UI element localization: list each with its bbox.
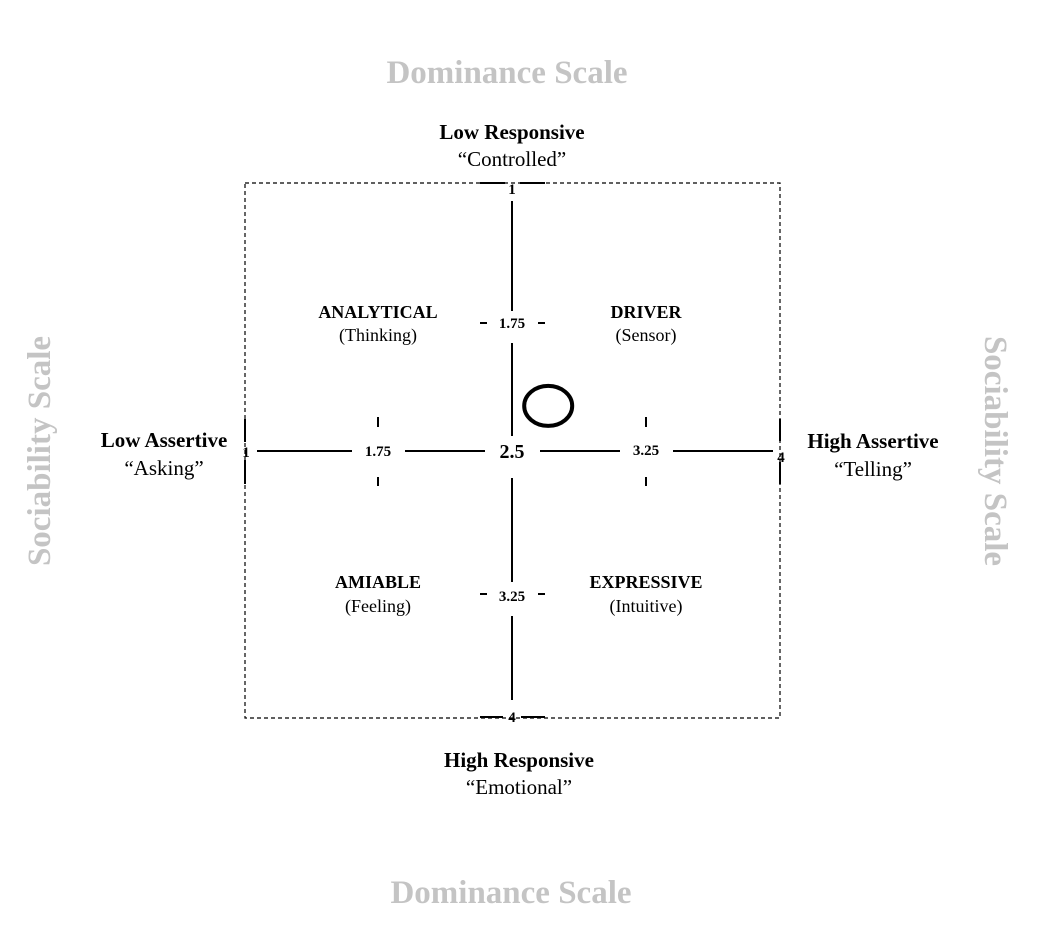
position-marker	[522, 383, 575, 428]
pole-bottom-subtitle: “Emotional”	[466, 775, 572, 799]
quadrant-driver-title: DRIVER	[610, 302, 682, 322]
quadrant-analytical-subtitle: (Thinking)	[339, 325, 417, 346]
quadrant-expressive-subtitle: (Intuitive)	[610, 596, 683, 617]
quadrant-amiable-title: AMIABLE	[335, 572, 421, 592]
quadrant-analytical-title: ANALYTICAL	[318, 302, 437, 322]
quadrant-expressive-title: EXPRESSIVE	[589, 572, 702, 592]
pole-top-subtitle: “Controlled”	[458, 147, 566, 171]
scale-title-top: Dominance Scale	[386, 55, 627, 91]
pole-left-subtitle: “Asking”	[124, 456, 203, 480]
pole-right-subtitle: “Telling”	[834, 457, 912, 481]
tick-horizontal-left: 1	[242, 445, 250, 461]
pole-top-title: Low Responsive	[439, 120, 584, 144]
vertical-axis	[480, 182, 545, 718]
pole-right-title: High Assertive	[807, 429, 938, 453]
tick-vertical-top: 1	[508, 182, 516, 198]
tick-horizontal-q1: 1.75	[365, 444, 391, 460]
tick-vertical-bottom: 4	[508, 710, 516, 726]
horizontal-axis	[244, 417, 781, 486]
tick-center: 2.5	[500, 441, 525, 463]
quadrant-amiable-subtitle: (Feeling)	[345, 596, 411, 617]
quadrant-driver-subtitle: (Sensor)	[616, 325, 677, 346]
pole-left-title: Low Assertive	[101, 428, 228, 452]
tick-vertical-q1: 1.75	[499, 316, 525, 332]
tick-horizontal-q3: 3.25	[633, 443, 659, 459]
tick-horizontal-right: 4	[777, 450, 785, 466]
scale-title-bottom: Dominance Scale	[390, 875, 631, 911]
quadrant-frame	[244, 182, 781, 719]
scale-title-left: Sociability Scale	[22, 336, 58, 566]
tick-vertical-q3: 3.25	[499, 589, 525, 605]
scale-title-right: Sociability Scale	[977, 336, 1013, 566]
pole-bottom-title: High Responsive	[444, 748, 594, 772]
